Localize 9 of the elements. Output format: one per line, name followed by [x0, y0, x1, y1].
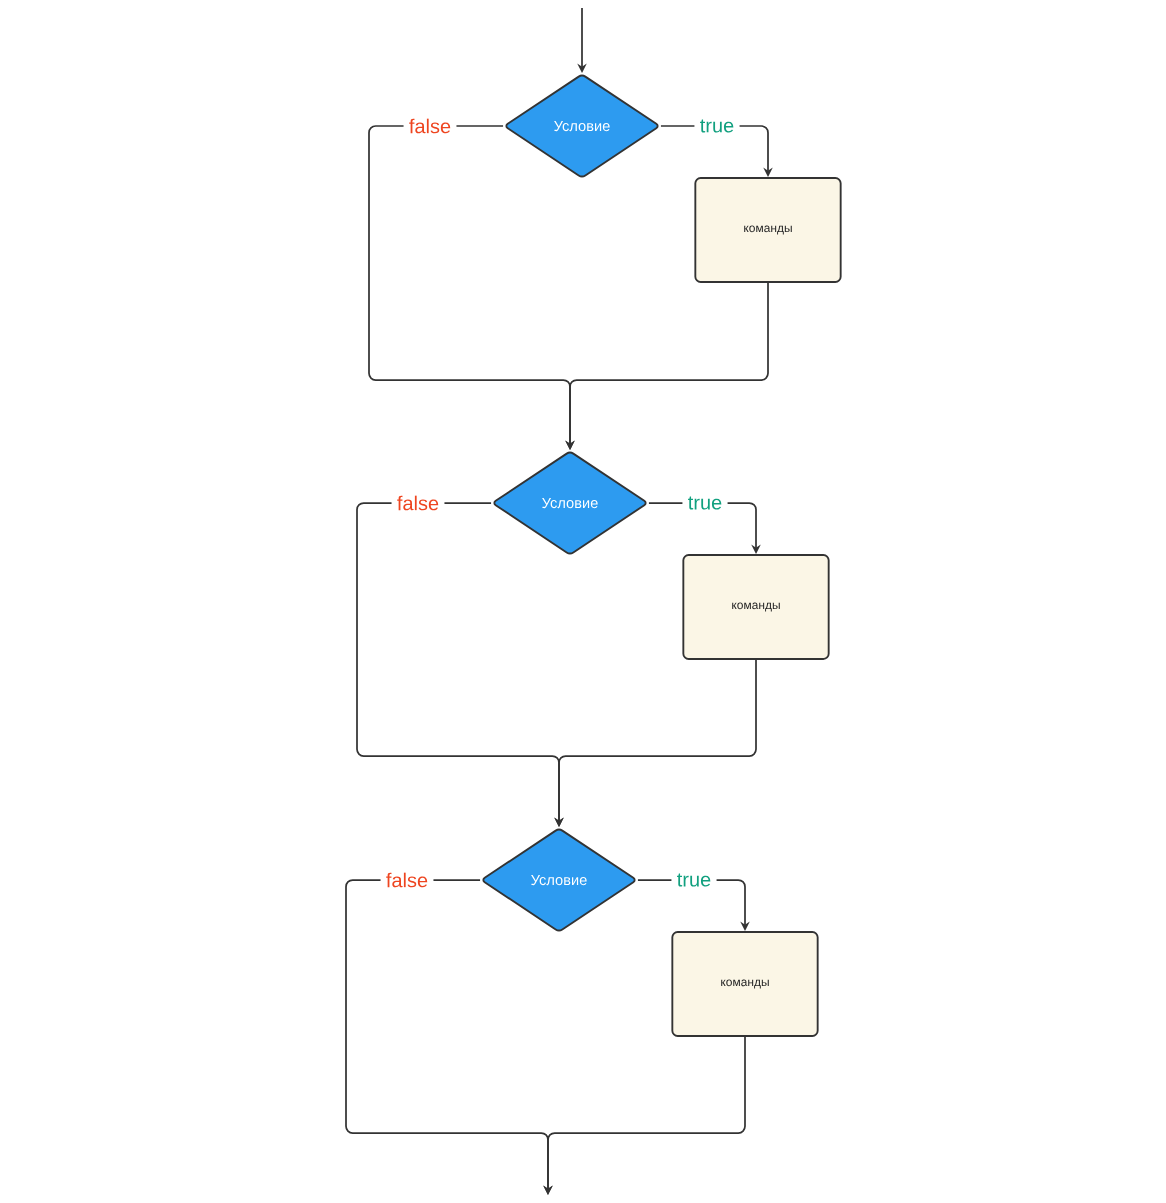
edge-label: false: [380, 867, 434, 893]
process-box: команды: [671, 931, 819, 1037]
edge-label: false: [391, 490, 445, 516]
edge-label: false: [403, 113, 457, 139]
process-box: команды: [694, 177, 842, 283]
edge-label: true: [694, 114, 740, 138]
edge-label: true: [671, 868, 717, 892]
edge-label: true: [682, 491, 728, 515]
process-box: команды: [682, 554, 830, 660]
